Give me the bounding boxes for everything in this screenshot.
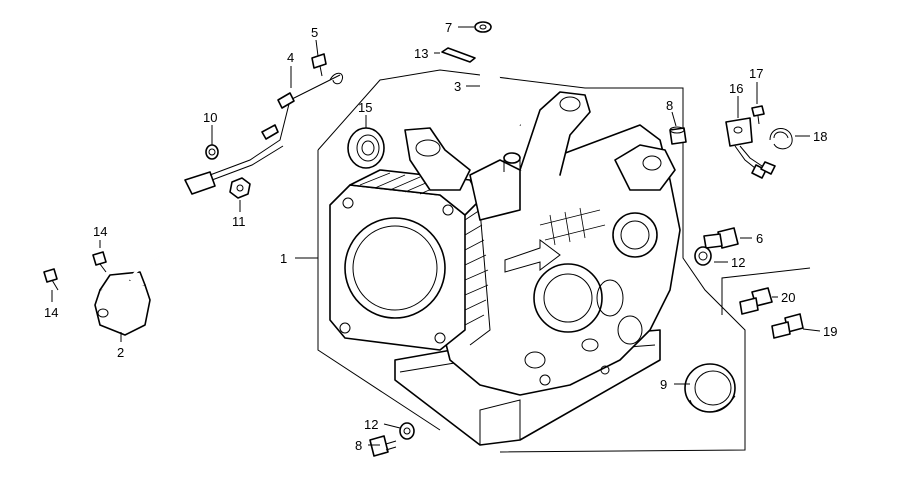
base-bolt-hole <box>600 365 610 375</box>
oil-seal-15 <box>347 127 385 169</box>
bracket-hole <box>559 96 581 112</box>
callout-10: 10 <box>203 110 217 125</box>
assembly-outline <box>317 69 746 453</box>
casting-arrow-mark <box>504 239 561 273</box>
leader-lines <box>51 26 821 446</box>
washer-10 <box>205 144 219 160</box>
crankcase-assembly <box>317 69 746 453</box>
ignition-coil-2 <box>94 271 151 336</box>
fitting-20 <box>739 287 773 315</box>
drain-bolt-8 <box>369 435 397 457</box>
callout-7: 7 <box>445 20 452 35</box>
nut-11 <box>229 177 251 199</box>
boss-hole <box>642 155 662 171</box>
callout-11: 11 <box>232 214 246 229</box>
callout-8-upper: 8 <box>666 98 673 113</box>
oil-seal-9 <box>684 363 736 413</box>
callout-14-upper: 14 <box>93 224 107 239</box>
callout-17: 17 <box>749 66 763 81</box>
screw-5 <box>311 53 327 77</box>
cam-boss-upper <box>404 127 471 191</box>
crankcase-ribs <box>539 207 606 246</box>
breather-chamber <box>469 159 521 221</box>
breather-tube <box>503 158 521 172</box>
breather-port <box>503 152 521 164</box>
callout-16: 16 <box>729 81 743 96</box>
lower-port <box>617 315 643 345</box>
lower-port <box>524 351 546 369</box>
washer-12-upper <box>694 246 712 266</box>
ignition-wire <box>128 171 216 281</box>
fitting-19 <box>771 313 804 339</box>
assembly-outline-left <box>317 150 441 431</box>
crankshaft-bore-inner <box>543 273 593 323</box>
base-foot <box>479 399 521 445</box>
callout-19: 19 <box>823 324 837 339</box>
clip-13 <box>441 47 476 63</box>
cylinder-bore <box>344 217 446 319</box>
screw-14-upper <box>92 251 107 273</box>
washer-12-lower <box>399 422 415 440</box>
callout-12-lower: 12 <box>364 417 378 432</box>
callout-12-upper: 12 <box>731 255 745 270</box>
breather-tube-3 <box>475 24 521 127</box>
callout-1: 1 <box>280 251 287 266</box>
lower-port <box>581 338 599 352</box>
governor-bracket <box>519 91 591 176</box>
plug-8-upper <box>669 126 687 145</box>
callout-18: 18 <box>813 129 827 144</box>
cylinder-bore-inner <box>352 225 438 311</box>
head-bolt-hole <box>442 204 454 216</box>
base-bolt-hole <box>539 374 551 386</box>
parts-19-20-group <box>721 267 811 315</box>
callout-20: 20 <box>781 290 795 305</box>
camshaft-bore-inner <box>620 220 650 250</box>
callout-6: 6 <box>756 231 763 246</box>
head-bolt-hole <box>434 332 446 344</box>
callout-3: 3 <box>454 79 461 94</box>
camshaft-bore <box>612 212 658 258</box>
head-bolt-hole <box>342 197 354 209</box>
bolt-6 <box>703 227 739 249</box>
nut-7 <box>474 21 492 33</box>
bracket-16 <box>725 117 776 179</box>
callout-15: 15 <box>358 100 372 115</box>
screw-14-lower <box>43 268 59 291</box>
callout-2: 2 <box>117 345 124 360</box>
clamp-18 <box>769 128 793 150</box>
callout-9: 9 <box>660 377 667 392</box>
screw-17 <box>751 105 765 125</box>
cam-boss-hole <box>415 139 441 157</box>
callout-labels: 1 2 3 4 5 6 7 8 8 9 10 11 12 12 13 14 14… <box>44 20 837 453</box>
callout-4: 4 <box>287 50 294 65</box>
callout-5: 5 <box>311 25 318 40</box>
cooling-fins <box>464 209 491 346</box>
callout-8-lower: 8 <box>355 438 362 453</box>
callout-13: 13 <box>414 46 428 61</box>
callout-14-lower: 14 <box>44 305 58 320</box>
lower-port <box>596 279 624 317</box>
stop-switch-wire-4 <box>209 72 344 181</box>
head-bolt-hole <box>339 322 351 334</box>
